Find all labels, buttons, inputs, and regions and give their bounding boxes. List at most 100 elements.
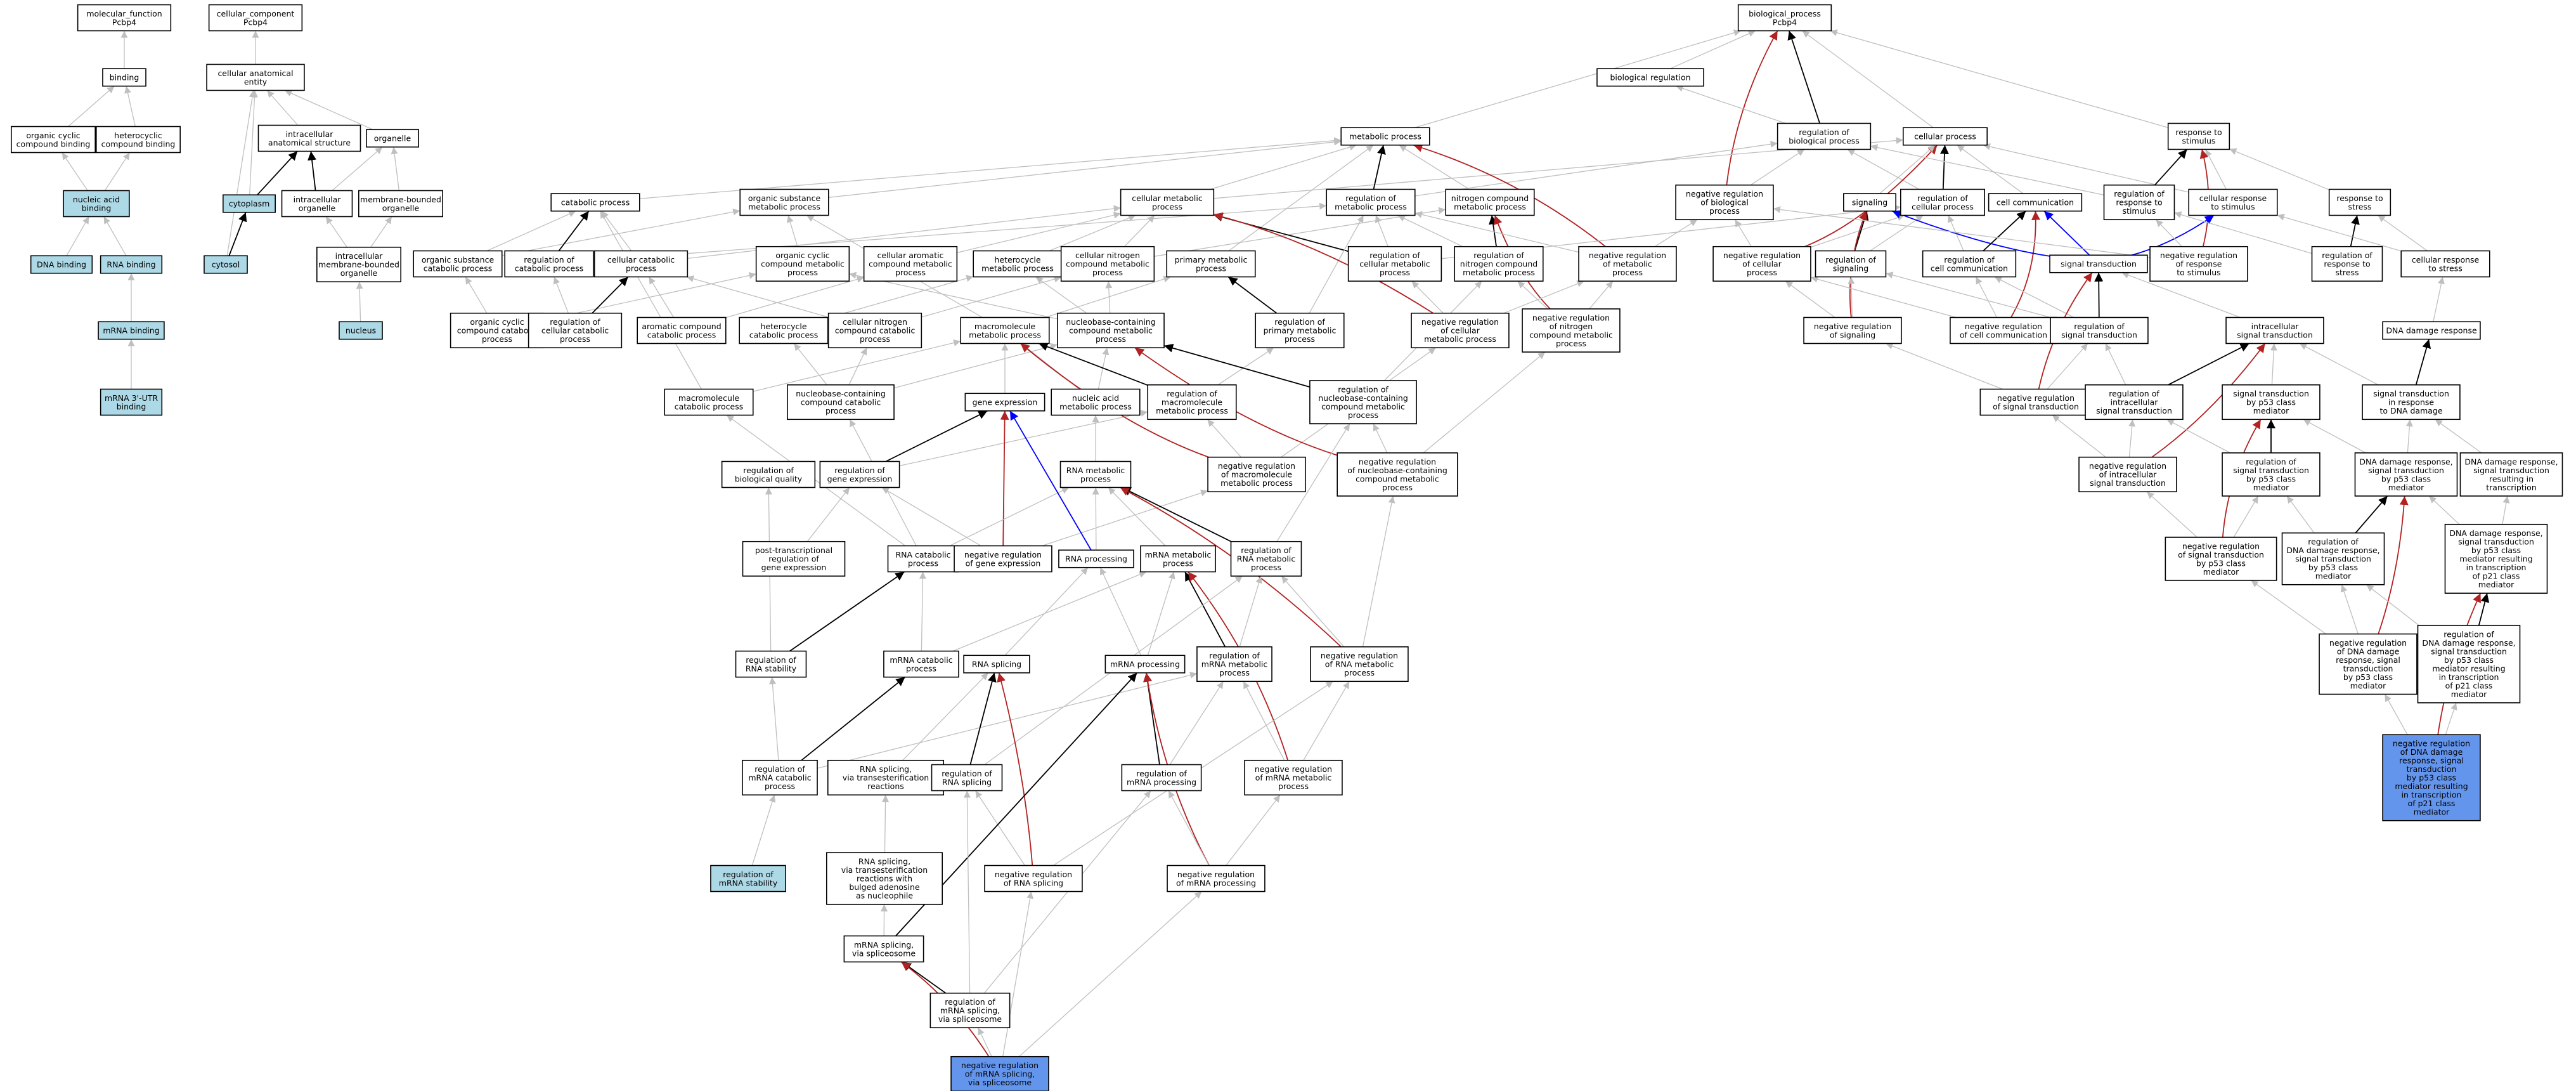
term-box[interactable] — [2225, 317, 2324, 344]
term-box[interactable] — [637, 317, 727, 344]
term-box[interactable] — [2149, 245, 2248, 282]
term-box[interactable] — [742, 759, 818, 796]
term-node-catp[interactable]: catabolic process — [550, 193, 640, 212]
term-box[interactable] — [1522, 308, 1621, 353]
term-box[interactable] — [1310, 646, 1409, 683]
term-box[interactable] — [735, 650, 807, 678]
term-box[interactable] — [1445, 188, 1535, 216]
term-box[interactable] — [527, 312, 623, 349]
term-box[interactable] — [1675, 184, 1774, 221]
term-box[interactable] — [1230, 540, 1302, 577]
term-box[interactable] — [1900, 188, 1986, 216]
term-box[interactable] — [973, 250, 1063, 278]
term-box[interactable] — [366, 129, 419, 148]
term-box[interactable] — [931, 764, 1003, 792]
term-box[interactable] — [281, 190, 353, 218]
term-box[interactable] — [1309, 380, 1417, 424]
term-box[interactable] — [550, 193, 640, 212]
term-box[interactable] — [1057, 312, 1165, 349]
term-box[interactable] — [339, 321, 383, 340]
term-box[interactable] — [883, 650, 959, 678]
term-box[interactable] — [2354, 452, 2458, 497]
term-box[interactable] — [1166, 250, 1256, 278]
term-node-breg[interactable]: biological regulation — [1596, 68, 1704, 87]
term-box[interactable] — [1578, 245, 1677, 282]
term-node-cellcomm[interactable]: cell communication — [1988, 193, 2083, 212]
term-box[interactable] — [2085, 384, 2184, 421]
term-node-mp[interactable]: metabolic process — [1340, 127, 1430, 146]
term-box[interactable] — [2382, 321, 2481, 340]
term-box[interactable] — [98, 321, 165, 340]
term-box[interactable] — [1196, 646, 1272, 683]
term-box[interactable] — [10, 126, 96, 154]
term-box[interactable] — [827, 312, 922, 349]
term-box[interactable] — [1737, 4, 1832, 32]
term-box[interactable] — [102, 68, 146, 87]
term-box[interactable] — [257, 124, 361, 152]
term-box[interactable] — [63, 190, 130, 218]
term-box[interactable] — [827, 759, 945, 796]
term-node-cytoplasm[interactable]: cytoplasm — [223, 194, 276, 213]
term-box[interactable] — [2050, 317, 2149, 344]
term-box[interactable] — [1596, 68, 1704, 87]
term-box[interactable] — [954, 545, 1052, 573]
term-box[interactable] — [825, 852, 943, 905]
term-node-rnasplice[interactable]: RNA splicing — [963, 655, 1030, 674]
term-box[interactable] — [1815, 250, 1887, 278]
term-box[interactable] — [1167, 865, 1265, 892]
term-box[interactable] — [1712, 245, 1811, 282]
term-box[interactable] — [843, 935, 924, 963]
term-node-mrnab[interactable]: mRNA binding — [98, 321, 165, 340]
term-box[interactable] — [2078, 456, 2177, 493]
term-box[interactable] — [1244, 759, 1343, 796]
term-box[interactable] — [77, 4, 172, 32]
term-node-organelle[interactable]: organelle — [366, 129, 419, 148]
term-box[interactable] — [206, 63, 305, 91]
